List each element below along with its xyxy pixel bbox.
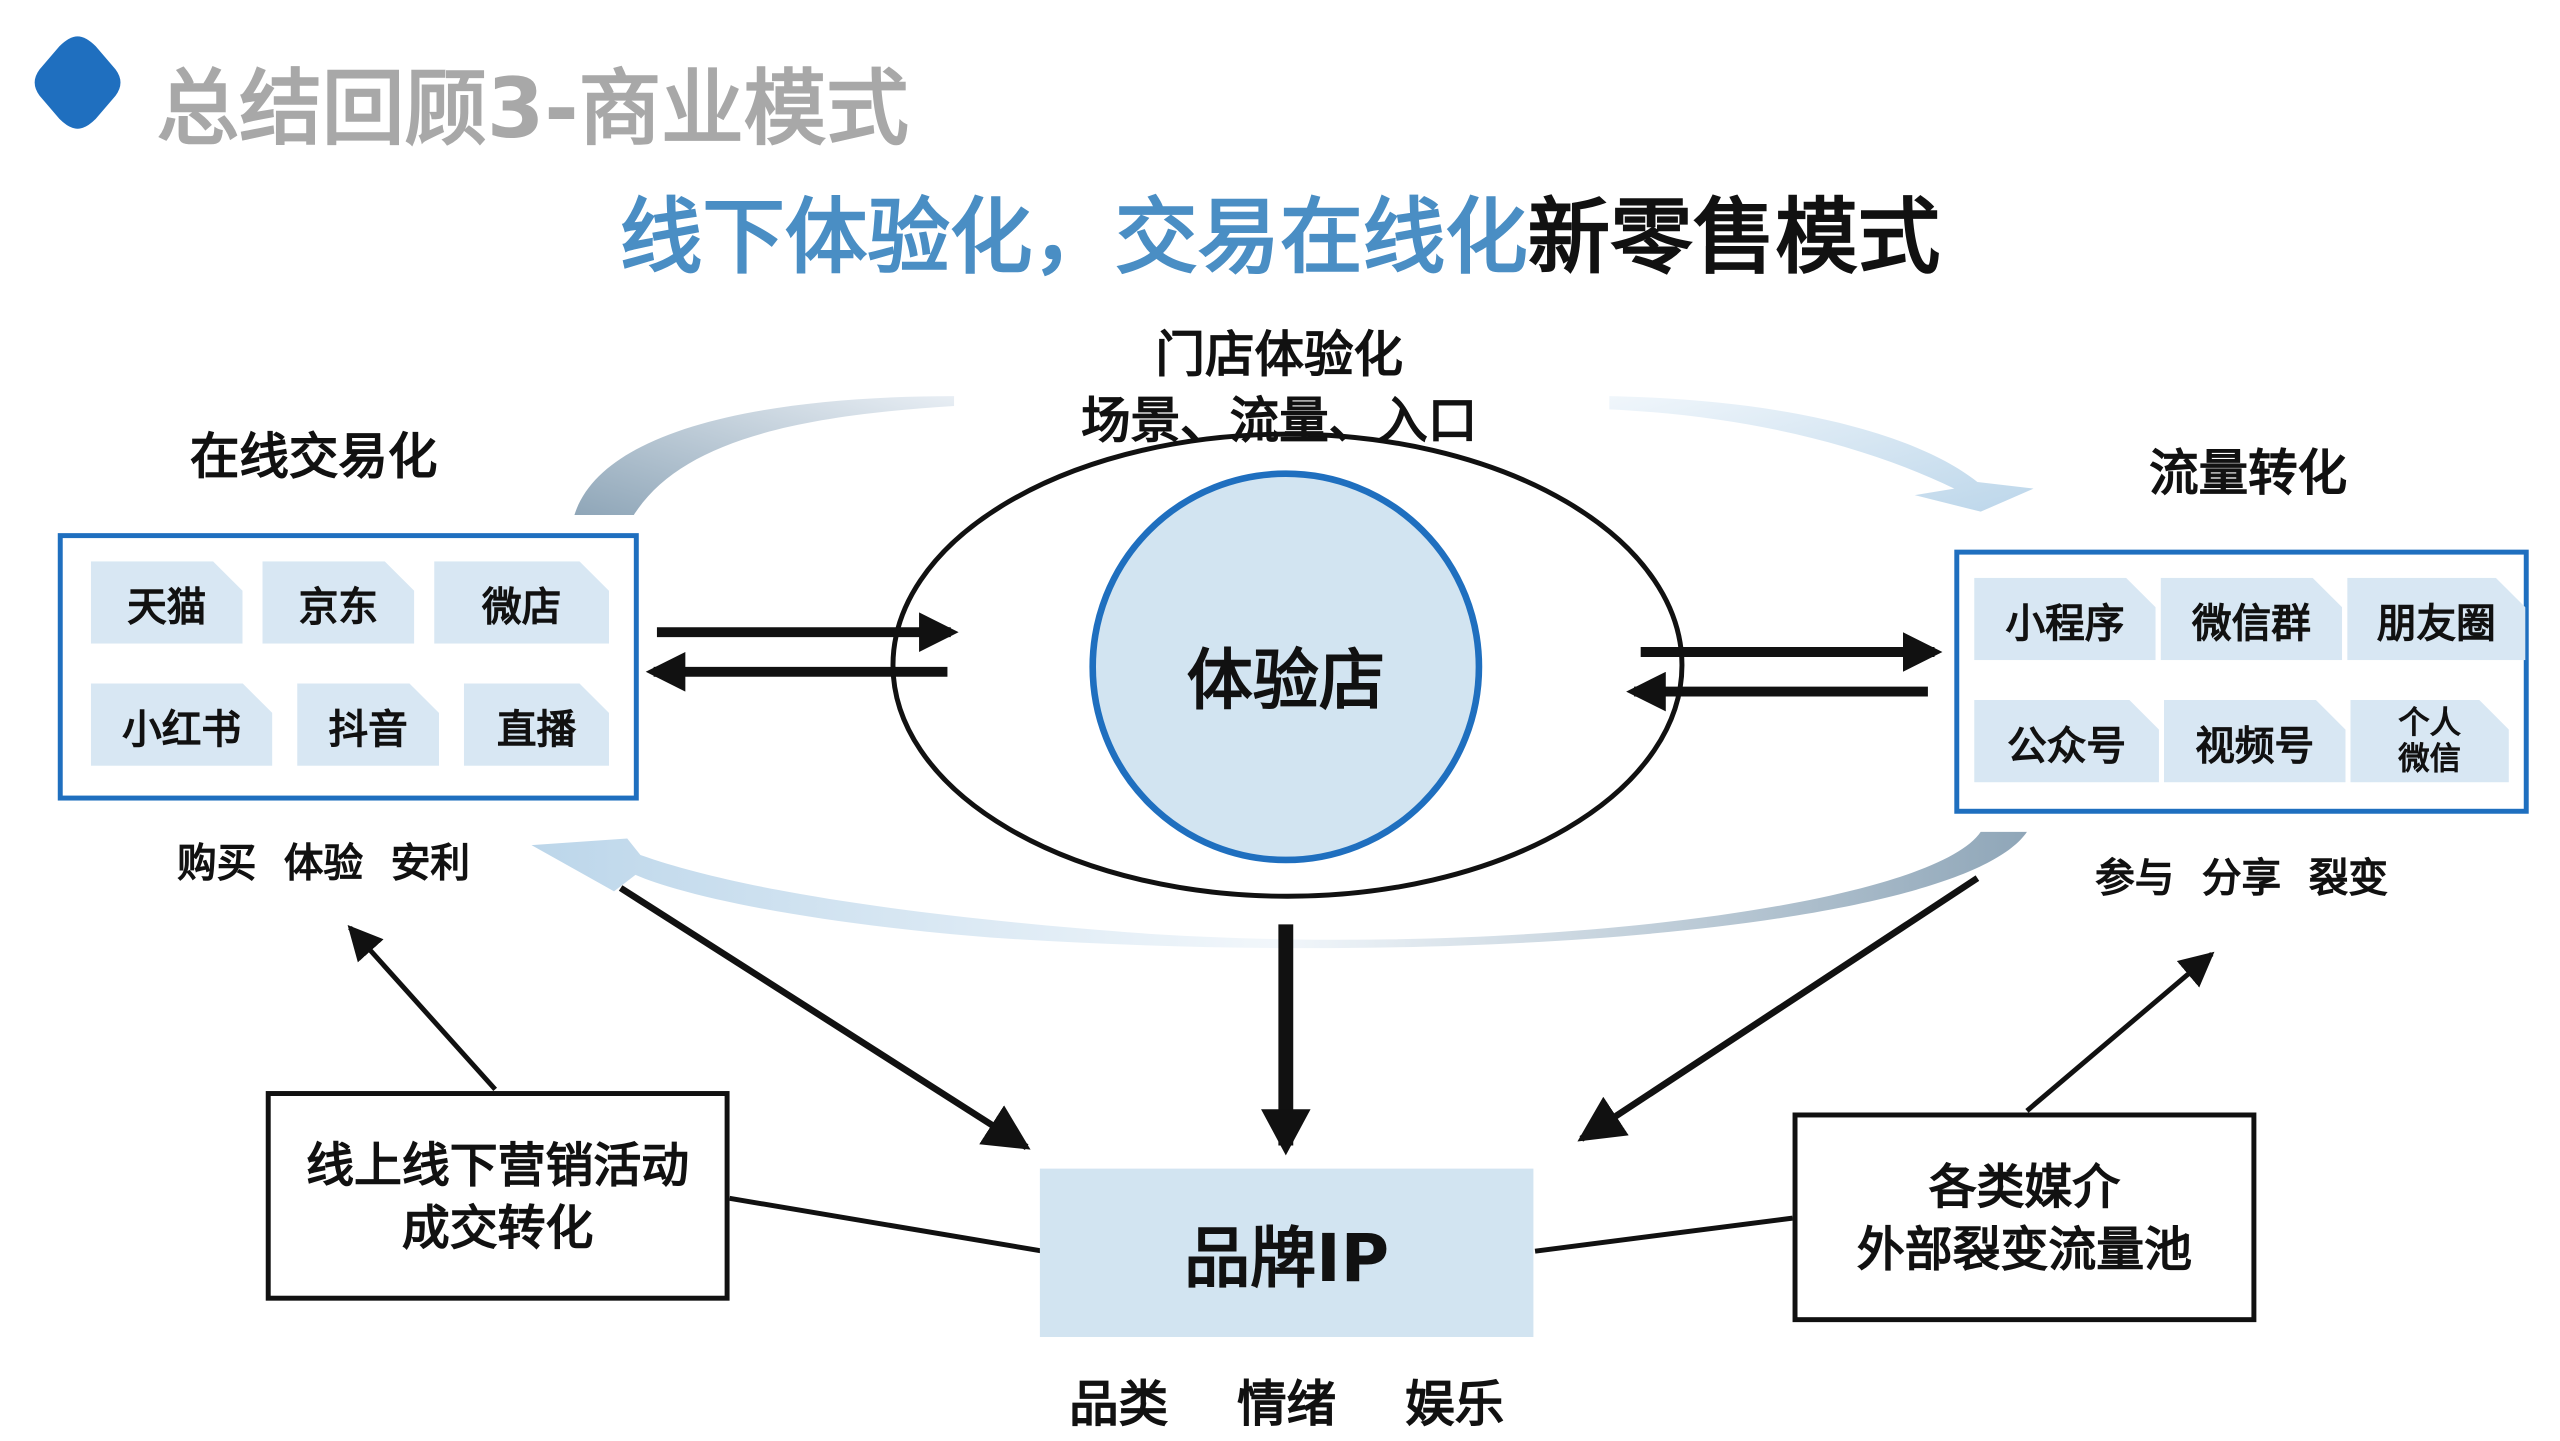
swoosh-arrow-top-right [1609,396,2034,512]
store-label: 门店体验化 场景、流量、入口 [1023,324,1535,456]
right-panel-heading: 流量转化 [2149,445,2348,504]
swoosh-arrow-bottom [531,831,2027,949]
subtitle-highlight: 线下体验化，交易在线化 [619,189,1528,286]
tag-weidian: 微店 [434,561,609,644]
circle-label: 体验店 [1186,643,1385,720]
tag-tmall: 天猫 [91,561,243,644]
swoosh-arrow-top-left [574,396,955,515]
tag-official-account: 公众号 [1974,700,2159,783]
tag-mini-program: 小程序 [1974,578,2156,661]
tag-wechat-group: 微信群 [2161,578,2343,661]
page-title: 总结回顾3-商业模式 [156,61,909,157]
tag-jd: 京东 [262,561,414,644]
left-note-line1: 线上线下营销活动 [306,1136,690,1193]
tag-live: 直播 [464,683,609,766]
left-note-box: 线上线下营销活动 成交转化 [265,1091,730,1301]
page-subtitle: 线下体验化，交易在线化新零售模式 [0,172,2560,291]
left-panel-caption: 购买 体验 安利 [177,840,470,887]
brand-ip-caption: 品类 情绪 娱乐 [1069,1376,1505,1435]
tag-douyin: 抖音 [297,683,439,766]
right-note-box: 各类媒介 外部裂变流量池 [1792,1112,2257,1323]
brand-ip-box: 品牌IP [1039,1168,1534,1337]
store-label-line1: 门店体验化 [1155,326,1404,385]
subtitle-rest: 新零售模式 [1527,189,1941,286]
connector-right-note-brand [1534,1215,1793,1254]
arrow-right-panel-to-brand [1577,875,1980,1142]
store-label-line2: 场景、流量、入口 [1081,392,1478,451]
tag-channels: 视频号 [2164,700,2346,783]
logo-diamond-icon [34,36,121,129]
left-note-line2: 成交转化 [401,1199,594,1256]
arrow-left-panel-to-brand [618,885,1031,1150]
arrow-store-to-brand-head [1261,1109,1311,1156]
tag-moments: 朋友圈 [2347,578,2525,661]
experience-store-circle [1089,470,1483,864]
left-panel-heading: 在线交易化 [189,429,438,487]
tag-xiaohongshu: 小红书 [91,683,273,766]
connector-left-note-brand [729,1195,1044,1254]
right-note-line1: 各类媒介 [1928,1157,2121,1215]
arrow-note-right-to-caption [2025,951,2215,1113]
right-note-line2: 外部裂变流量池 [1856,1220,2192,1277]
arrow-note-left-to-caption [347,925,498,1092]
right-panel-caption: 参与 分享 裂变 [2095,855,2388,902]
tag-personal-wechat: 个人 微信 [2350,700,2508,783]
